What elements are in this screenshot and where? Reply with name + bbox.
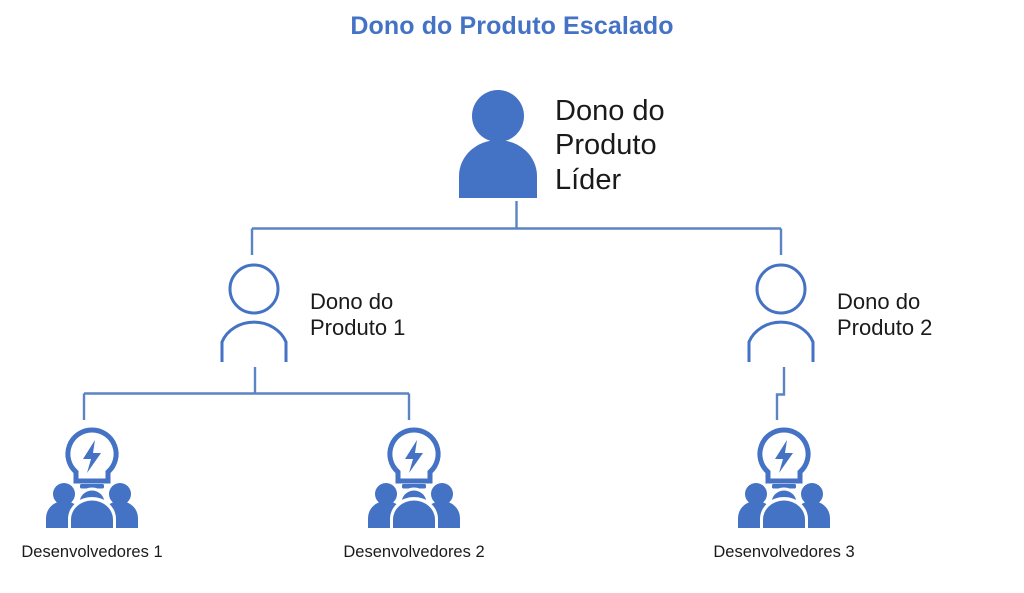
team-lightbulb-icon [360, 424, 468, 537]
node-product-owner-1[interactable]: Dono do Produto 1 [208, 262, 405, 367]
node-developers-2-label: Desenvolvedores 2 [343, 543, 485, 561]
node-leader-label: Dono do Produto Líder [555, 95, 665, 196]
node-developers-1[interactable]: Desenvolvedores 1 [8, 424, 176, 562]
node-developers-3[interactable]: Desenvolvedores 3 [700, 424, 868, 562]
node-developers-2[interactable]: Desenvolvedores 2 [330, 424, 498, 562]
person-outline-icon [735, 262, 827, 367]
team-lightbulb-icon [38, 424, 146, 537]
node-developers-1-label: Desenvolvedores 1 [21, 543, 163, 561]
page-title: Dono do Produto Escalado [350, 12, 674, 40]
node-product-owner-1-label: Dono do Produto 1 [310, 288, 406, 340]
person-filled-icon [455, 88, 541, 203]
node-developers-3-label: Desenvolvedores 3 [713, 543, 855, 561]
node-leader[interactable]: Dono do Produto Líder [455, 88, 665, 203]
node-product-owner-2[interactable]: Dono do Produto 2 [735, 262, 932, 367]
node-product-owner-2-label: Dono do Produto 2 [837, 288, 933, 340]
edge-po2-to-team3 [775, 367, 786, 420]
person-outline-icon [208, 262, 300, 367]
team-lightbulb-icon [730, 424, 838, 537]
